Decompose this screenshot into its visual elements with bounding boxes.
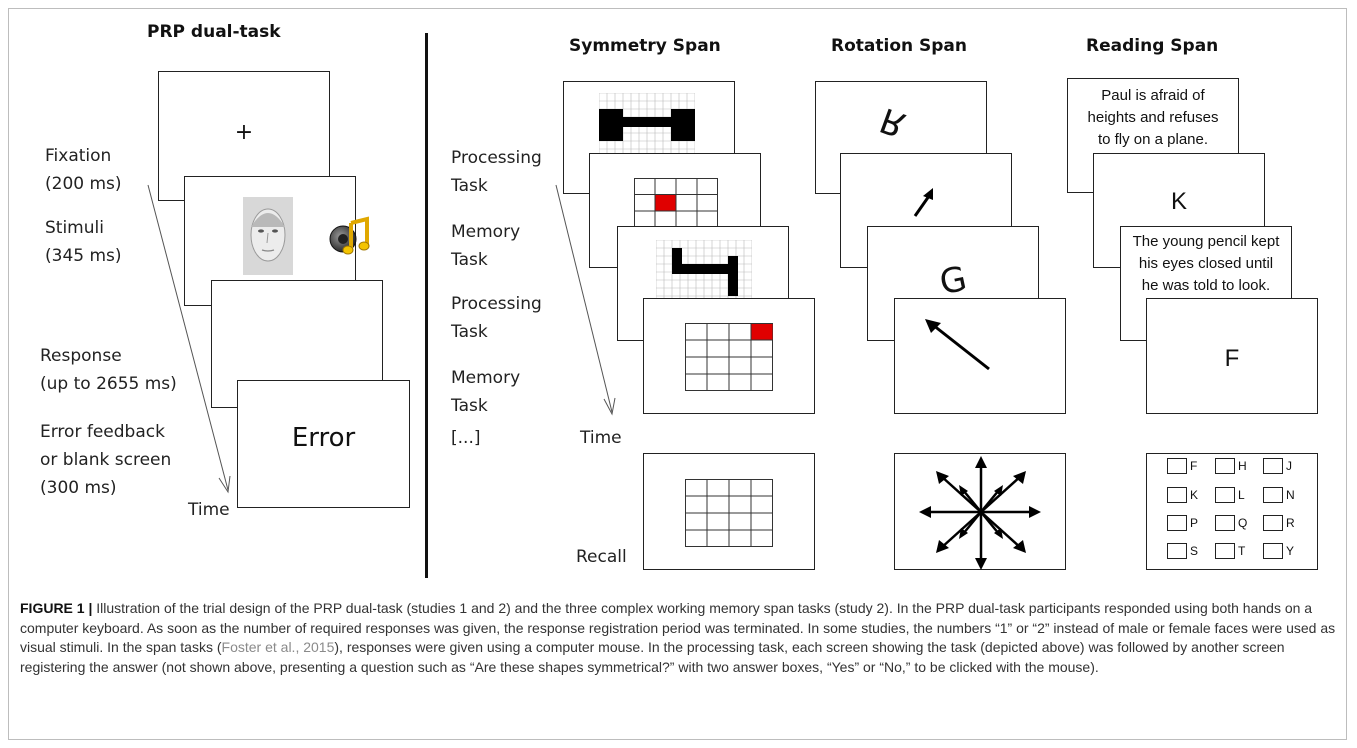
recall-option-N[interactable]: N (1263, 487, 1295, 503)
recall-option-R[interactable]: R (1263, 515, 1295, 531)
caption-text-2: ), responses were given using a computer… (20, 639, 1285, 675)
symmetry-span-heading: Symmetry Span (569, 36, 721, 56)
audio-stimulus-icon (329, 216, 370, 255)
ellipsis-label: [...] (451, 428, 481, 448)
span-time-label: Time (580, 428, 622, 448)
caption-text-1: Illustration of the trial design of the … (20, 600, 1336, 655)
recall-option-L[interactable]: L (1215, 487, 1245, 503)
rotation-memory-screen-2 (894, 298, 1066, 414)
fixation-cross: + (234, 120, 254, 145)
processing-task-label-1b: Task (451, 176, 488, 196)
short-arrow (913, 188, 933, 217)
response-label: Response (40, 346, 122, 366)
caption-reference-link[interactable]: Foster et al., 2015 (221, 639, 335, 655)
sentence-1-line-2: heights and refuses (1087, 109, 1219, 126)
symmetry-recall-screen (643, 453, 815, 570)
symmetry-memory-screen-2 (643, 298, 815, 414)
recall-option-Q[interactable]: Q (1215, 515, 1247, 531)
rotation-span-heading: Rotation Span (831, 36, 968, 56)
memory-task-label-1b: Task (451, 250, 488, 270)
recall-option-P[interactable]: P (1167, 515, 1198, 531)
span-time-arrow (555, 184, 616, 416)
figure-caption: FIGURE 1 | Illustration of the trial des… (20, 599, 1338, 677)
rotation-recall-screen (894, 453, 1066, 570)
memory-task-label-2b: Task (451, 396, 488, 416)
error-feedback-screen: Error (237, 380, 410, 508)
reading-memory-screen-2: F (1146, 298, 1318, 414)
sentence-2-line-3: he was told to look. (1141, 277, 1271, 294)
symmetry-pattern-1 (599, 93, 695, 157)
recall-option-S[interactable]: S (1167, 543, 1198, 559)
reading-recall-screen: F H J K L N P Q R S T Y (1146, 453, 1318, 570)
processing-task-label-2: Processing (451, 294, 542, 314)
arrow-star (919, 456, 1041, 570)
long-arrow (925, 319, 990, 371)
recall-option-Y[interactable]: Y (1263, 543, 1294, 559)
response-duration: (up to 2655 ms) (40, 374, 177, 394)
memory-letter-1: K (1170, 188, 1187, 215)
recall-option-K[interactable]: K (1167, 487, 1198, 503)
memory-task-label-1: Memory (451, 222, 521, 242)
stimuli-label: Stimuli (45, 218, 104, 238)
sentence-1-line-3: to fly on a plane. (1097, 131, 1209, 148)
figure-label: FIGURE 1 | (20, 600, 93, 616)
fixation-label: Fixation (45, 146, 112, 166)
prp-heading: PRP dual-task (147, 22, 281, 42)
sentence-2: The young pencil kept his eyes closed un… (1121, 231, 1291, 297)
recall-grid (685, 479, 773, 547)
sentence-2-line-2: his eyes closed until (1138, 255, 1274, 272)
memory-letter-2: F (1224, 345, 1240, 372)
error-text: Error (291, 423, 356, 453)
blank-screen-label: or blank screen (40, 450, 172, 470)
prp-time-label: Time (188, 500, 230, 520)
section-divider (425, 33, 428, 578)
face-stimulus (243, 197, 293, 275)
error-duration: (300 ms) (40, 478, 117, 498)
recall-option-F[interactable]: F (1167, 458, 1197, 474)
reading-span-heading: Reading Span (1086, 36, 1219, 56)
prp-time-arrow (147, 184, 231, 494)
memory-task-label-2: Memory (451, 368, 521, 388)
recall-option-T[interactable]: T (1215, 543, 1245, 559)
memory-grid-2 (685, 323, 773, 391)
rotated-letter-2: G (936, 258, 971, 304)
fixation-duration: (200 ms) (45, 174, 122, 194)
recall-option-H[interactable]: H (1215, 458, 1247, 474)
stimuli-duration: (345 ms) (45, 246, 122, 266)
sentence-1: Paul is afraid of heights and refuses to… (1068, 85, 1238, 151)
processing-task-label-2b: Task (451, 322, 488, 342)
recall-option-J[interactable]: J (1263, 458, 1292, 474)
sentence-2-line-1: The young pencil kept (1132, 233, 1280, 250)
error-feedback-label: Error feedback (40, 422, 165, 442)
recall-label: Recall (576, 547, 627, 567)
sentence-1-line-1: Paul is afraid of (1101, 87, 1205, 104)
symmetry-pattern-2 (656, 240, 752, 304)
processing-task-label-1: Processing (451, 148, 542, 168)
rotated-letter-1: R (874, 99, 911, 145)
figure-frame (8, 8, 1347, 740)
